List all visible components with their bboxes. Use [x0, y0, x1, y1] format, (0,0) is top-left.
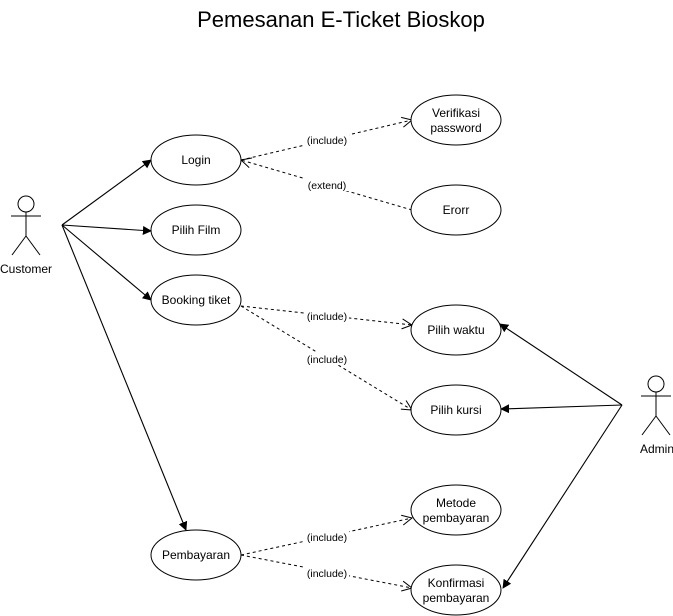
- admin-label: Admin: [640, 442, 673, 456]
- use-case-pembayaran-label: Pembayaran: [162, 548, 230, 562]
- use-case-metode-pembayaran-label-line2: pembayaran: [423, 511, 490, 525]
- booking-waktu-label: (include): [307, 311, 347, 323]
- use-case-login-label: Login: [181, 153, 210, 167]
- use-case-konfirmasi-pembayaran-label-line2: pembayaran: [423, 591, 490, 605]
- customer-login-association: [61, 159, 152, 226]
- booking-kursi-label: (include): [307, 354, 347, 366]
- diagram-title: Pemesanan E-Ticket Bioskop: [197, 7, 485, 32]
- use-case-pembayaran: Pembayaran: [150, 529, 242, 581]
- pembayaran-metode-label: (include): [307, 532, 347, 544]
- customer-label: Customer: [0, 262, 52, 276]
- use-case-verifikasi-password-label-line1: Verifikasi: [432, 106, 480, 120]
- relation-labels: (include) (extend) (include) (include) (…: [305, 133, 349, 580]
- use-case-konfirmasi-pembayaran-label-line1: Konfirmasi: [428, 576, 485, 590]
- customer-pilih-film-association: [61, 224, 152, 235]
- admin-actor: Admin: [640, 375, 673, 456]
- customer-booking-association: [61, 224, 152, 301]
- admin-head: [647, 375, 665, 393]
- admin-konfirmasi-association: [502, 404, 623, 589]
- use-case-pilih-film: Pilih Film: [150, 204, 242, 256]
- pembayaran-metode-include-line: [240, 518, 412, 556]
- use-case-login: Login: [150, 134, 242, 186]
- use-case-pilih-waktu-label: Pilih waktu: [427, 323, 484, 337]
- login-verifikasi-label: (include): [307, 135, 347, 147]
- erorr-login-label: (extend): [308, 180, 347, 192]
- pembayaran-konfirmasi-label: (include): [307, 568, 347, 580]
- use-case-verifikasi-password-label-line2: password: [430, 121, 481, 135]
- use-case-pilih-kursi-label: Pilih kursi: [430, 403, 481, 417]
- login-verifikasi-include-line: [240, 120, 412, 161]
- use-case-verifikasi-password: Verifikasi password: [410, 94, 502, 146]
- use-case-metode-pembayaran-label-line1: Metode: [436, 496, 476, 510]
- customer-pembayaran-association: [61, 224, 188, 531]
- use-case-booking-tiket-label: Booking tiket: [162, 293, 231, 307]
- use-case-metode-pembayaran: Metode pembayaran: [410, 484, 502, 536]
- use-case-pilih-film-label: Pilih Film: [172, 223, 221, 237]
- customer-head: [17, 195, 35, 213]
- use-case-booking-tiket: Booking tiket: [150, 274, 242, 326]
- use-case-erorr: Erorr: [410, 184, 502, 236]
- use-case-erorr-label: Erorr: [443, 203, 470, 217]
- pembayaran-konfirmasi-include-line: [240, 554, 412, 588]
- use-case-pilih-kursi: Pilih kursi: [410, 384, 502, 436]
- admin-pilih-waktu-association: [499, 323, 623, 406]
- admin-pilih-kursi-association: [500, 404, 623, 414]
- use-case-konfirmasi-pembayaran: Konfirmasi pembayaran: [410, 564, 502, 616]
- customer-actor: Customer: [0, 195, 52, 276]
- use-case-pilih-waktu: Pilih waktu: [410, 304, 502, 356]
